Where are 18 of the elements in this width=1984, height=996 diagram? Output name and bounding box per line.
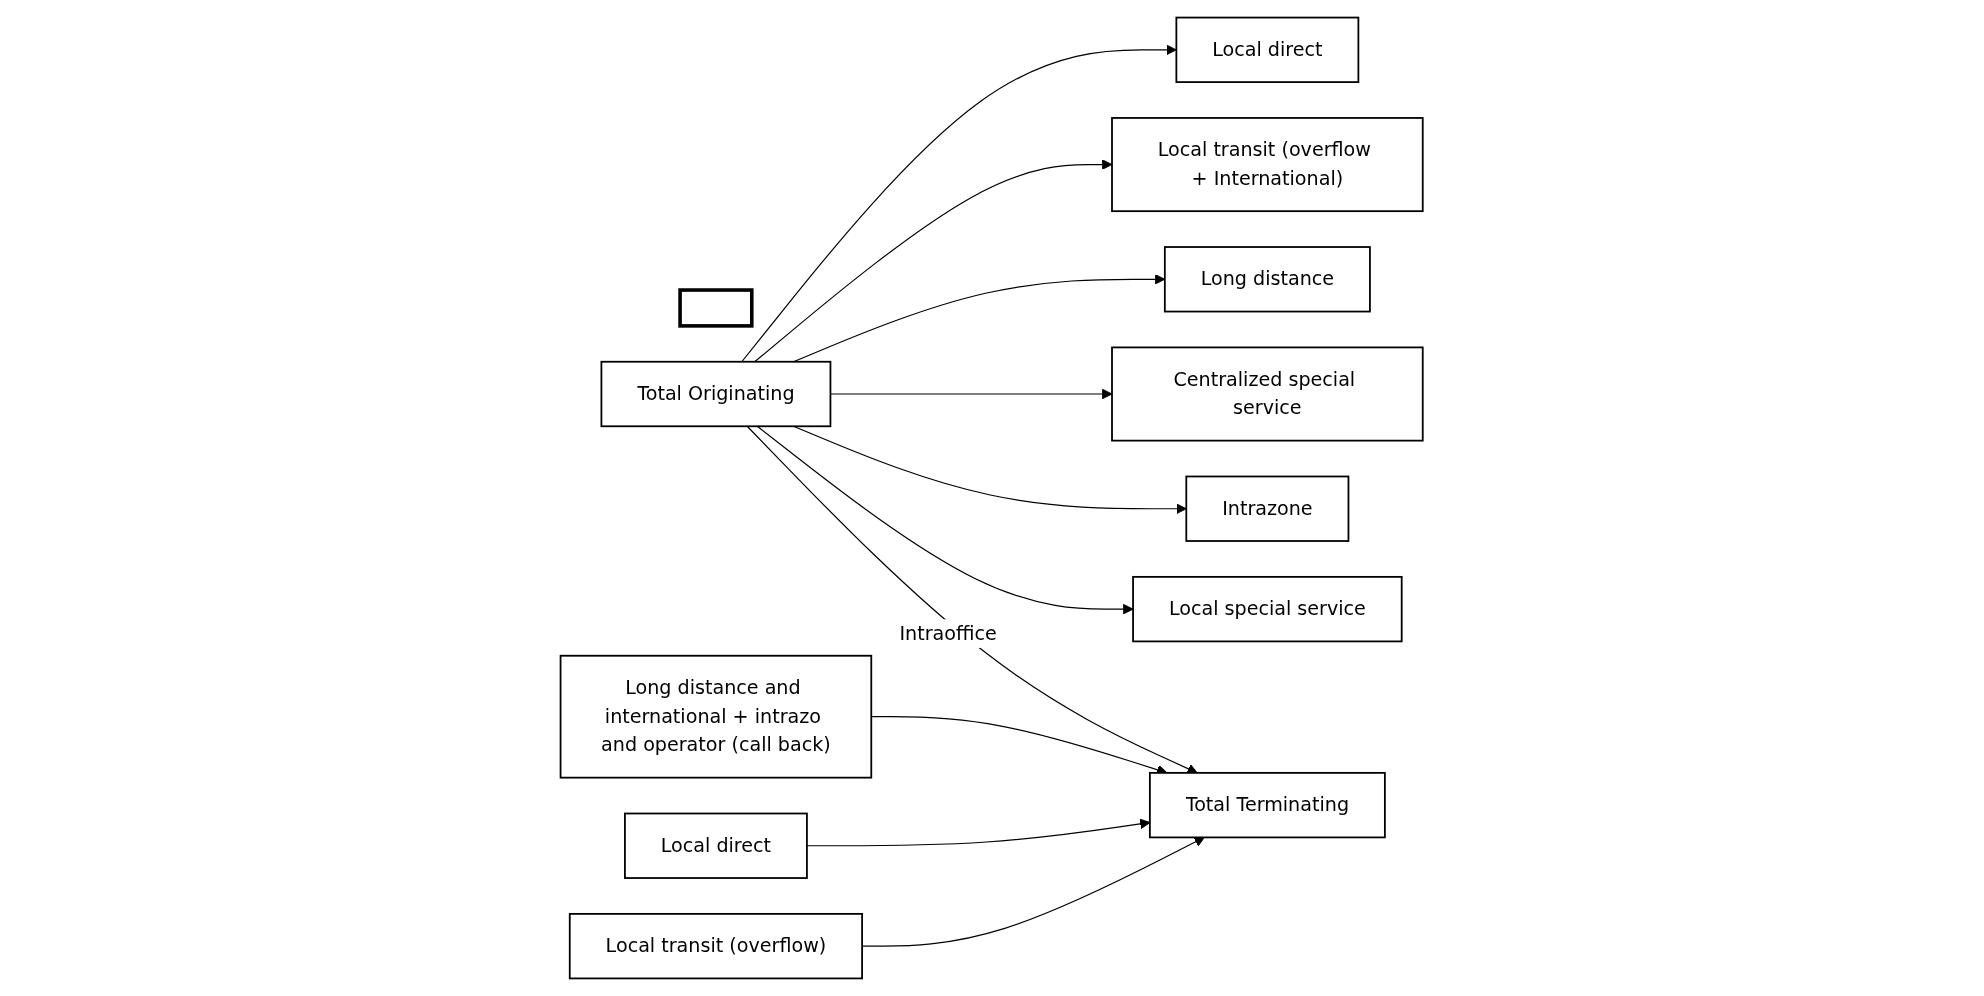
arrow	[757, 425, 1134, 615]
node-box: Long distance and international + intrazo and operator (call back)	[560, 654, 873, 779]
arrow	[746, 425, 1198, 774]
arrow	[754, 159, 1113, 363]
node-box: Local direct	[1175, 16, 1360, 83]
node-box: Local special service	[1132, 575, 1403, 643]
node-box: Local direct	[624, 812, 809, 879]
node-box	[678, 288, 754, 328]
node-box: Local transit (overflow + International)	[1111, 117, 1424, 213]
node-box: Centralized special service	[1111, 346, 1424, 442]
arrow	[830, 388, 1113, 400]
edge-label: Intraoffice	[899, 621, 998, 645]
arrow	[793, 274, 1166, 363]
node-box: Total Originating	[600, 360, 832, 428]
node-box: Intrazone	[1185, 475, 1350, 542]
node-box: Long distance	[1164, 246, 1372, 313]
node-box: Total Terminating	[1149, 771, 1387, 839]
node-box: Local transit (overflow)	[569, 913, 864, 980]
